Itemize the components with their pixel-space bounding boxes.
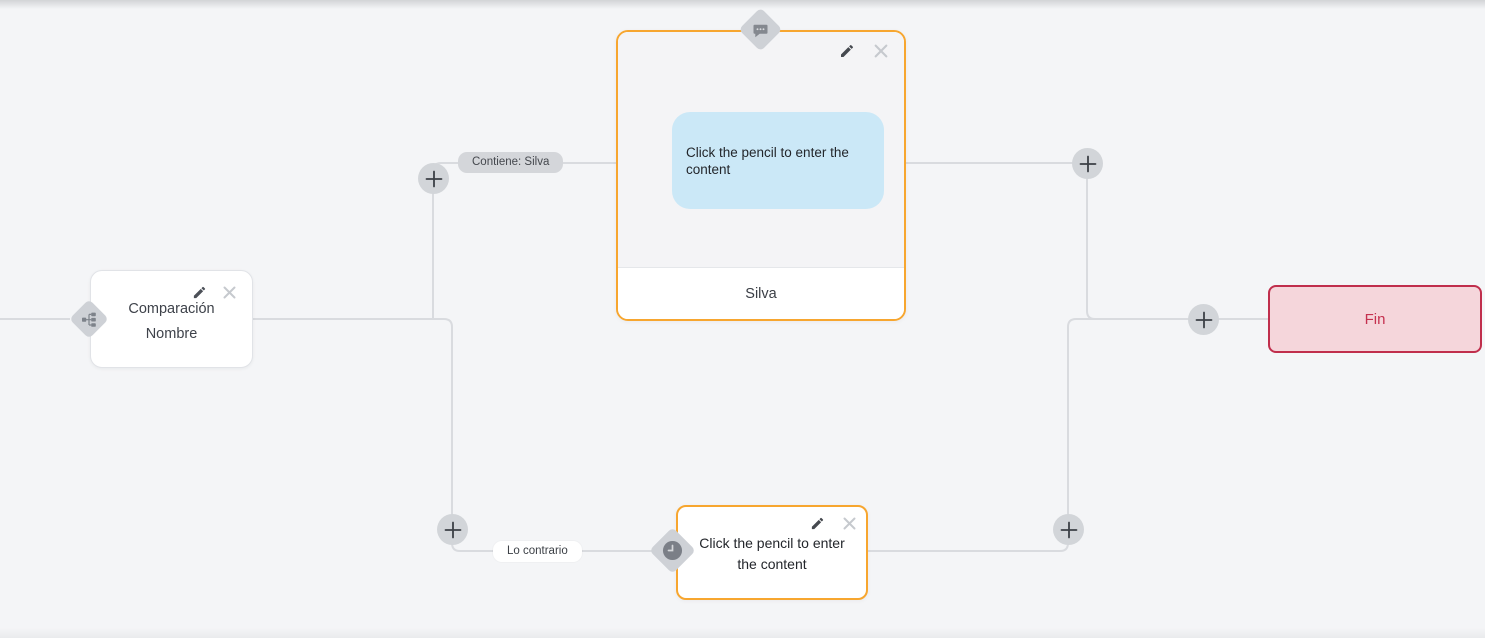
edge-label-match: Contiene: Silva: [458, 152, 564, 173]
edge-label-otherwise: Lo contrario: [493, 541, 582, 562]
message-node-footer: Silva: [618, 268, 904, 319]
plus-icon: [1079, 155, 1096, 172]
edge-fallback-to-end: [867, 318, 1269, 552]
condition-title: Comparación: [128, 301, 215, 317]
fallback-connector-handle[interactable]: [649, 527, 696, 574]
condition-subtitle: Nombre: [145, 326, 198, 342]
pencil-icon: [841, 44, 854, 57]
close-icon: [874, 44, 888, 58]
condition-connector-handle[interactable]: [69, 299, 109, 339]
delete-message-button[interactable]: [872, 42, 890, 60]
edge-match-branch: [432, 162, 617, 319]
clock-icon: [662, 540, 683, 561]
message-connector-handle[interactable]: [738, 7, 783, 52]
message-bubble[interactable]: Click the pencil to enter the content: [672, 112, 884, 209]
plus-icon: [1060, 521, 1077, 538]
delete-condition-button[interactable]: [220, 283, 238, 301]
end-node[interactable]: Fin: [1268, 285, 1482, 353]
edit-message-button[interactable]: [838, 42, 856, 60]
edge-otherwise-branch: [253, 318, 653, 552]
add-button-match-branch[interactable]: [418, 163, 449, 194]
delete-fallback-button[interactable]: [840, 514, 858, 532]
edit-condition-button[interactable]: [190, 283, 208, 301]
fallback-text: Click the pencil to enter the content: [699, 535, 845, 572]
message-bubble-text: Click the pencil to enter the content: [686, 144, 849, 177]
close-icon: [223, 286, 235, 298]
plus-icon: [1195, 311, 1212, 328]
edge-message-to-end: [905, 162, 1130, 320]
add-button-otherwise-branch[interactable]: [437, 514, 468, 545]
chat-bubble-icon: [752, 21, 770, 39]
message-node[interactable]: Click the pencil to enter the content Si…: [616, 30, 906, 321]
message-node-body: Click the pencil to enter the content: [618, 32, 904, 268]
message-node-name: Silva: [745, 285, 777, 302]
add-button-after-message[interactable]: [1072, 148, 1103, 179]
pencil-icon: [193, 286, 205, 298]
add-button-before-end[interactable]: [1188, 304, 1219, 335]
sitemap-icon: [82, 311, 97, 327]
condition-node[interactable]: Comparación Nombre: [90, 270, 253, 368]
edit-fallback-button[interactable]: [808, 514, 826, 532]
end-node-label: Fin: [1364, 310, 1386, 328]
close-icon: [843, 517, 855, 529]
plus-icon: [444, 521, 461, 538]
fallback-node[interactable]: Click the pencil to enter the content: [676, 505, 868, 600]
pencil-icon: [811, 517, 823, 529]
add-button-after-fallback[interactable]: [1053, 514, 1084, 545]
plus-icon: [425, 170, 442, 187]
